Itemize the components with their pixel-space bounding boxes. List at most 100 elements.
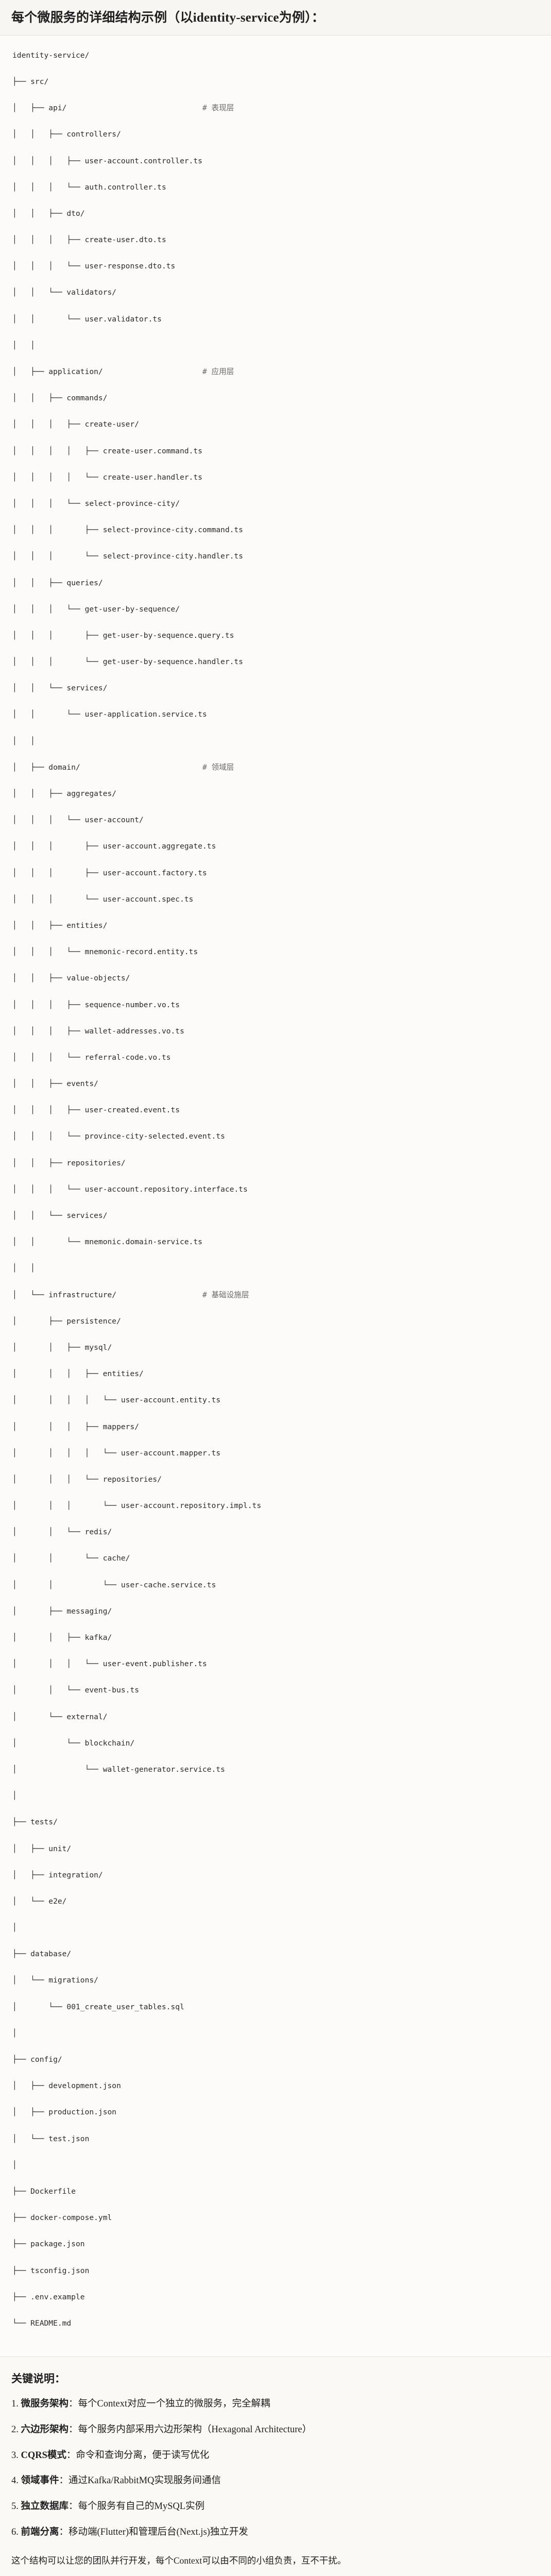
tree-line: │ ├── api/ # 表现层 bbox=[12, 104, 234, 113]
key-point-description: 每个服务内部采用六边形架构（Hexagonal Architecture） bbox=[78, 2424, 312, 2435]
tree-line: │ bbox=[12, 1791, 17, 1801]
tree-line: ├── Dockerfile bbox=[12, 2187, 76, 2196]
tree-line: │ │ │ └── user-account.repository.interf… bbox=[12, 1184, 248, 1194]
tree-line: │ │ │ └── mnemonic-record.entity.ts bbox=[12, 947, 198, 957]
tree-line: │ │ ├── dto/ bbox=[12, 209, 85, 218]
tree-line: │ │ │ │ └── user-account.entity.ts bbox=[12, 1396, 221, 1405]
tree-line: │ │ │ └── repositories/ bbox=[12, 1475, 162, 1484]
key-point-term: 微服务架构 bbox=[21, 2399, 69, 2410]
tree-line: │ │ │ └── user-account.spec.ts bbox=[12, 894, 194, 904]
tree-line: │ │ │ ├── user-created.event.ts bbox=[12, 1106, 180, 1115]
tree-line: │ │ │ └── user-account/ bbox=[12, 816, 144, 825]
key-point-separator: ： bbox=[68, 2501, 78, 2512]
tree-line: ├── database/ bbox=[12, 1950, 72, 1959]
tree-line: │ │ └── user.validator.ts bbox=[12, 314, 162, 324]
tree-line: │ └── wallet-generator.service.ts bbox=[12, 1765, 225, 1774]
tree-line-comment: # 领域层 bbox=[202, 762, 234, 772]
tree-line: │ │ │ └── province-city-selected.event.t… bbox=[12, 1132, 225, 1141]
tree-line: │ │ bbox=[12, 1264, 35, 1273]
tree-line: │ │ └── services/ bbox=[12, 1211, 108, 1220]
key-point-number: 2. bbox=[11, 2424, 21, 2435]
tree-line: │ │ ├── commands/ bbox=[12, 394, 108, 403]
tree-line-comment: # 应用层 bbox=[202, 367, 234, 376]
key-points-list: 1. 微服务架构：每个Context对应一个独立的微服务，完全解耦 2. 六边形架… bbox=[11, 2397, 540, 2540]
tree-line: ├── src/ bbox=[12, 77, 49, 86]
closing-statement: 这个结构可以让您的团队并行开发，每个Context可以由不同的小组负责，互不干扰… bbox=[11, 2555, 347, 2566]
tree-line: │ └── 001_create_user_tables.sql bbox=[12, 2002, 184, 2011]
tree-line: ├── .env.example bbox=[12, 2292, 85, 2301]
directory-tree: identity-service/ ├── src/ │ ├── api/ # … bbox=[12, 49, 539, 2343]
directory-tree-block: identity-service/ ├── src/ │ ├── api/ # … bbox=[0, 35, 551, 2358]
key-point-number: 5. bbox=[11, 2501, 21, 2512]
key-point-term: 独立数据库 bbox=[21, 2501, 69, 2512]
tree-line: │ │ └── redis/ bbox=[12, 1528, 112, 1537]
key-point-description: 每个服务有自己的MySQL实例 bbox=[78, 2501, 205, 2512]
tree-line: │ │ │ └── user-event.publisher.ts bbox=[12, 1659, 207, 1669]
tree-line: │ │ │ └── get-user-by-sequence/ bbox=[12, 604, 180, 614]
key-point-description: 通过Kafka/RabbitMQ实现服务间通信 bbox=[68, 2476, 221, 2486]
tree-line: │ ├── unit/ bbox=[12, 1844, 72, 1853]
tree-line: │ │ │ │ ├── create-user.command.ts bbox=[12, 446, 203, 455]
tree-line: │ │ ├── aggregates/ bbox=[12, 789, 117, 798]
tree-line: │ │ ├── value-objects/ bbox=[12, 974, 130, 983]
key-point-item: 1. 微服务架构：每个Context对应一个独立的微服务，完全解耦 bbox=[11, 2397, 540, 2412]
key-point-item: 3. CQRS模式：命令和查询分离，便于读写优化 bbox=[11, 2449, 540, 2463]
key-point-number: 6. bbox=[11, 2527, 21, 2537]
tree-line: │ │ │ └── get-user-by-sequence.handler.t… bbox=[12, 657, 244, 667]
key-point-separator: ： bbox=[66, 2450, 76, 2461]
tree-line: │ │ │ └── select-province-city/ bbox=[12, 499, 180, 508]
tree-line: │ │ ├── repositories/ bbox=[12, 1158, 126, 1167]
tree-line: ├── docker-compose.yml bbox=[12, 2213, 112, 2223]
tree-line: │ ├── persistence/ bbox=[12, 1316, 121, 1326]
tree-line: │ bbox=[12, 1923, 17, 1933]
key-point-term: CQRS模式 bbox=[21, 2450, 66, 2461]
tree-line: │ │ │ └── user-response.dto.ts bbox=[12, 262, 176, 271]
key-point-separator: ： bbox=[68, 2399, 78, 2410]
key-point-separator: ： bbox=[59, 2527, 69, 2537]
tree-line: │ └── e2e/ bbox=[12, 1896, 67, 1906]
tree-line: │ ├── production.json bbox=[12, 2108, 117, 2117]
key-point-item: 2. 六边形架构：每个服务内部采用六边形架构（Hexagonal Archite… bbox=[11, 2423, 540, 2437]
tree-line: │ │ │ ├── user-account.factory.ts bbox=[12, 868, 207, 877]
tree-line: │ │ ├── events/ bbox=[12, 1079, 98, 1089]
tree-line-comment: # 表现层 bbox=[202, 104, 234, 113]
tree-line: │ │ └── validators/ bbox=[12, 288, 117, 297]
tree-line: │ │ │ └── auth.controller.ts bbox=[12, 182, 166, 192]
tree-line: └── README.md bbox=[12, 2318, 72, 2328]
tree-line: │ │ │ └── referral-code.vo.ts bbox=[12, 1053, 171, 1062]
tree-line: │ │ │ ├── create-user.dto.ts bbox=[12, 235, 166, 245]
tree-line: │ └── external/ bbox=[12, 1712, 108, 1721]
tree-line: │ │ bbox=[12, 341, 35, 350]
tree-line: │ │ │ ├── user-account.aggregate.ts bbox=[12, 842, 216, 851]
tree-line: │ │ └── mnemonic.domain-service.ts bbox=[12, 1238, 203, 1247]
key-point-separator: ： bbox=[59, 2476, 69, 2486]
key-point-item: 6. 前端分离：移动端(Flutter)和管理后台(Next.js)独立开发 bbox=[11, 2526, 540, 2540]
tree-line: │ └── migrations/ bbox=[12, 1976, 98, 1985]
document-header: 每个微服务的详细结构示例（以identity-service为例）： bbox=[0, 0, 551, 36]
tree-line: │ ├── integration/ bbox=[12, 1870, 103, 1879]
tree-line: │ │ │ └── user-account.repository.impl.t… bbox=[12, 1501, 262, 1511]
tree-line: │ ├── application/ # 应用层 bbox=[12, 367, 234, 376]
key-point-description: 移动端(Flutter)和管理后台(Next.js)独立开发 bbox=[68, 2527, 248, 2537]
tree-line: │ ├── domain/ # 领域层 bbox=[12, 762, 234, 772]
key-points-section: 关键说明： 1. 微服务架构：每个Context对应一个独立的微服务，完全解耦 2… bbox=[0, 2357, 551, 2576]
tree-line: │ │ │ ├── user-account.controller.ts bbox=[12, 156, 203, 165]
key-point-term: 六边形架构 bbox=[21, 2424, 69, 2435]
tree-line: │ └── test.json bbox=[12, 2134, 90, 2143]
tree-line: │ │ │ │ └── create-user.handler.ts bbox=[12, 472, 203, 482]
key-point-number: 4. bbox=[11, 2476, 21, 2486]
tree-line: │ │ │ ├── wallet-addresses.vo.ts bbox=[12, 1026, 184, 1036]
tree-line: │ │ ├── entities/ bbox=[12, 921, 108, 930]
page-title: 每个微服务的详细结构示例（以identity-service为例）： bbox=[11, 11, 325, 25]
key-point-term: 领域事件 bbox=[21, 2476, 59, 2486]
tree-line: identity-service/ bbox=[12, 50, 90, 60]
tree-line: │ │ ├── controllers/ bbox=[12, 130, 121, 139]
tree-line: │ │ │ ├── entities/ bbox=[12, 1369, 144, 1379]
key-point-term: 前端分离 bbox=[21, 2527, 59, 2537]
tree-line: │ │ │ ├── mappers/ bbox=[12, 1422, 140, 1431]
key-point-description: 每个Context对应一个独立的微服务，完全解耦 bbox=[78, 2399, 270, 2410]
tree-line: ├── package.json bbox=[12, 2240, 85, 2249]
tree-line: │ └── blockchain/ bbox=[12, 1738, 135, 1748]
tree-line: │ bbox=[12, 2160, 17, 2170]
key-points-heading: 关键说明： bbox=[11, 2372, 65, 2385]
